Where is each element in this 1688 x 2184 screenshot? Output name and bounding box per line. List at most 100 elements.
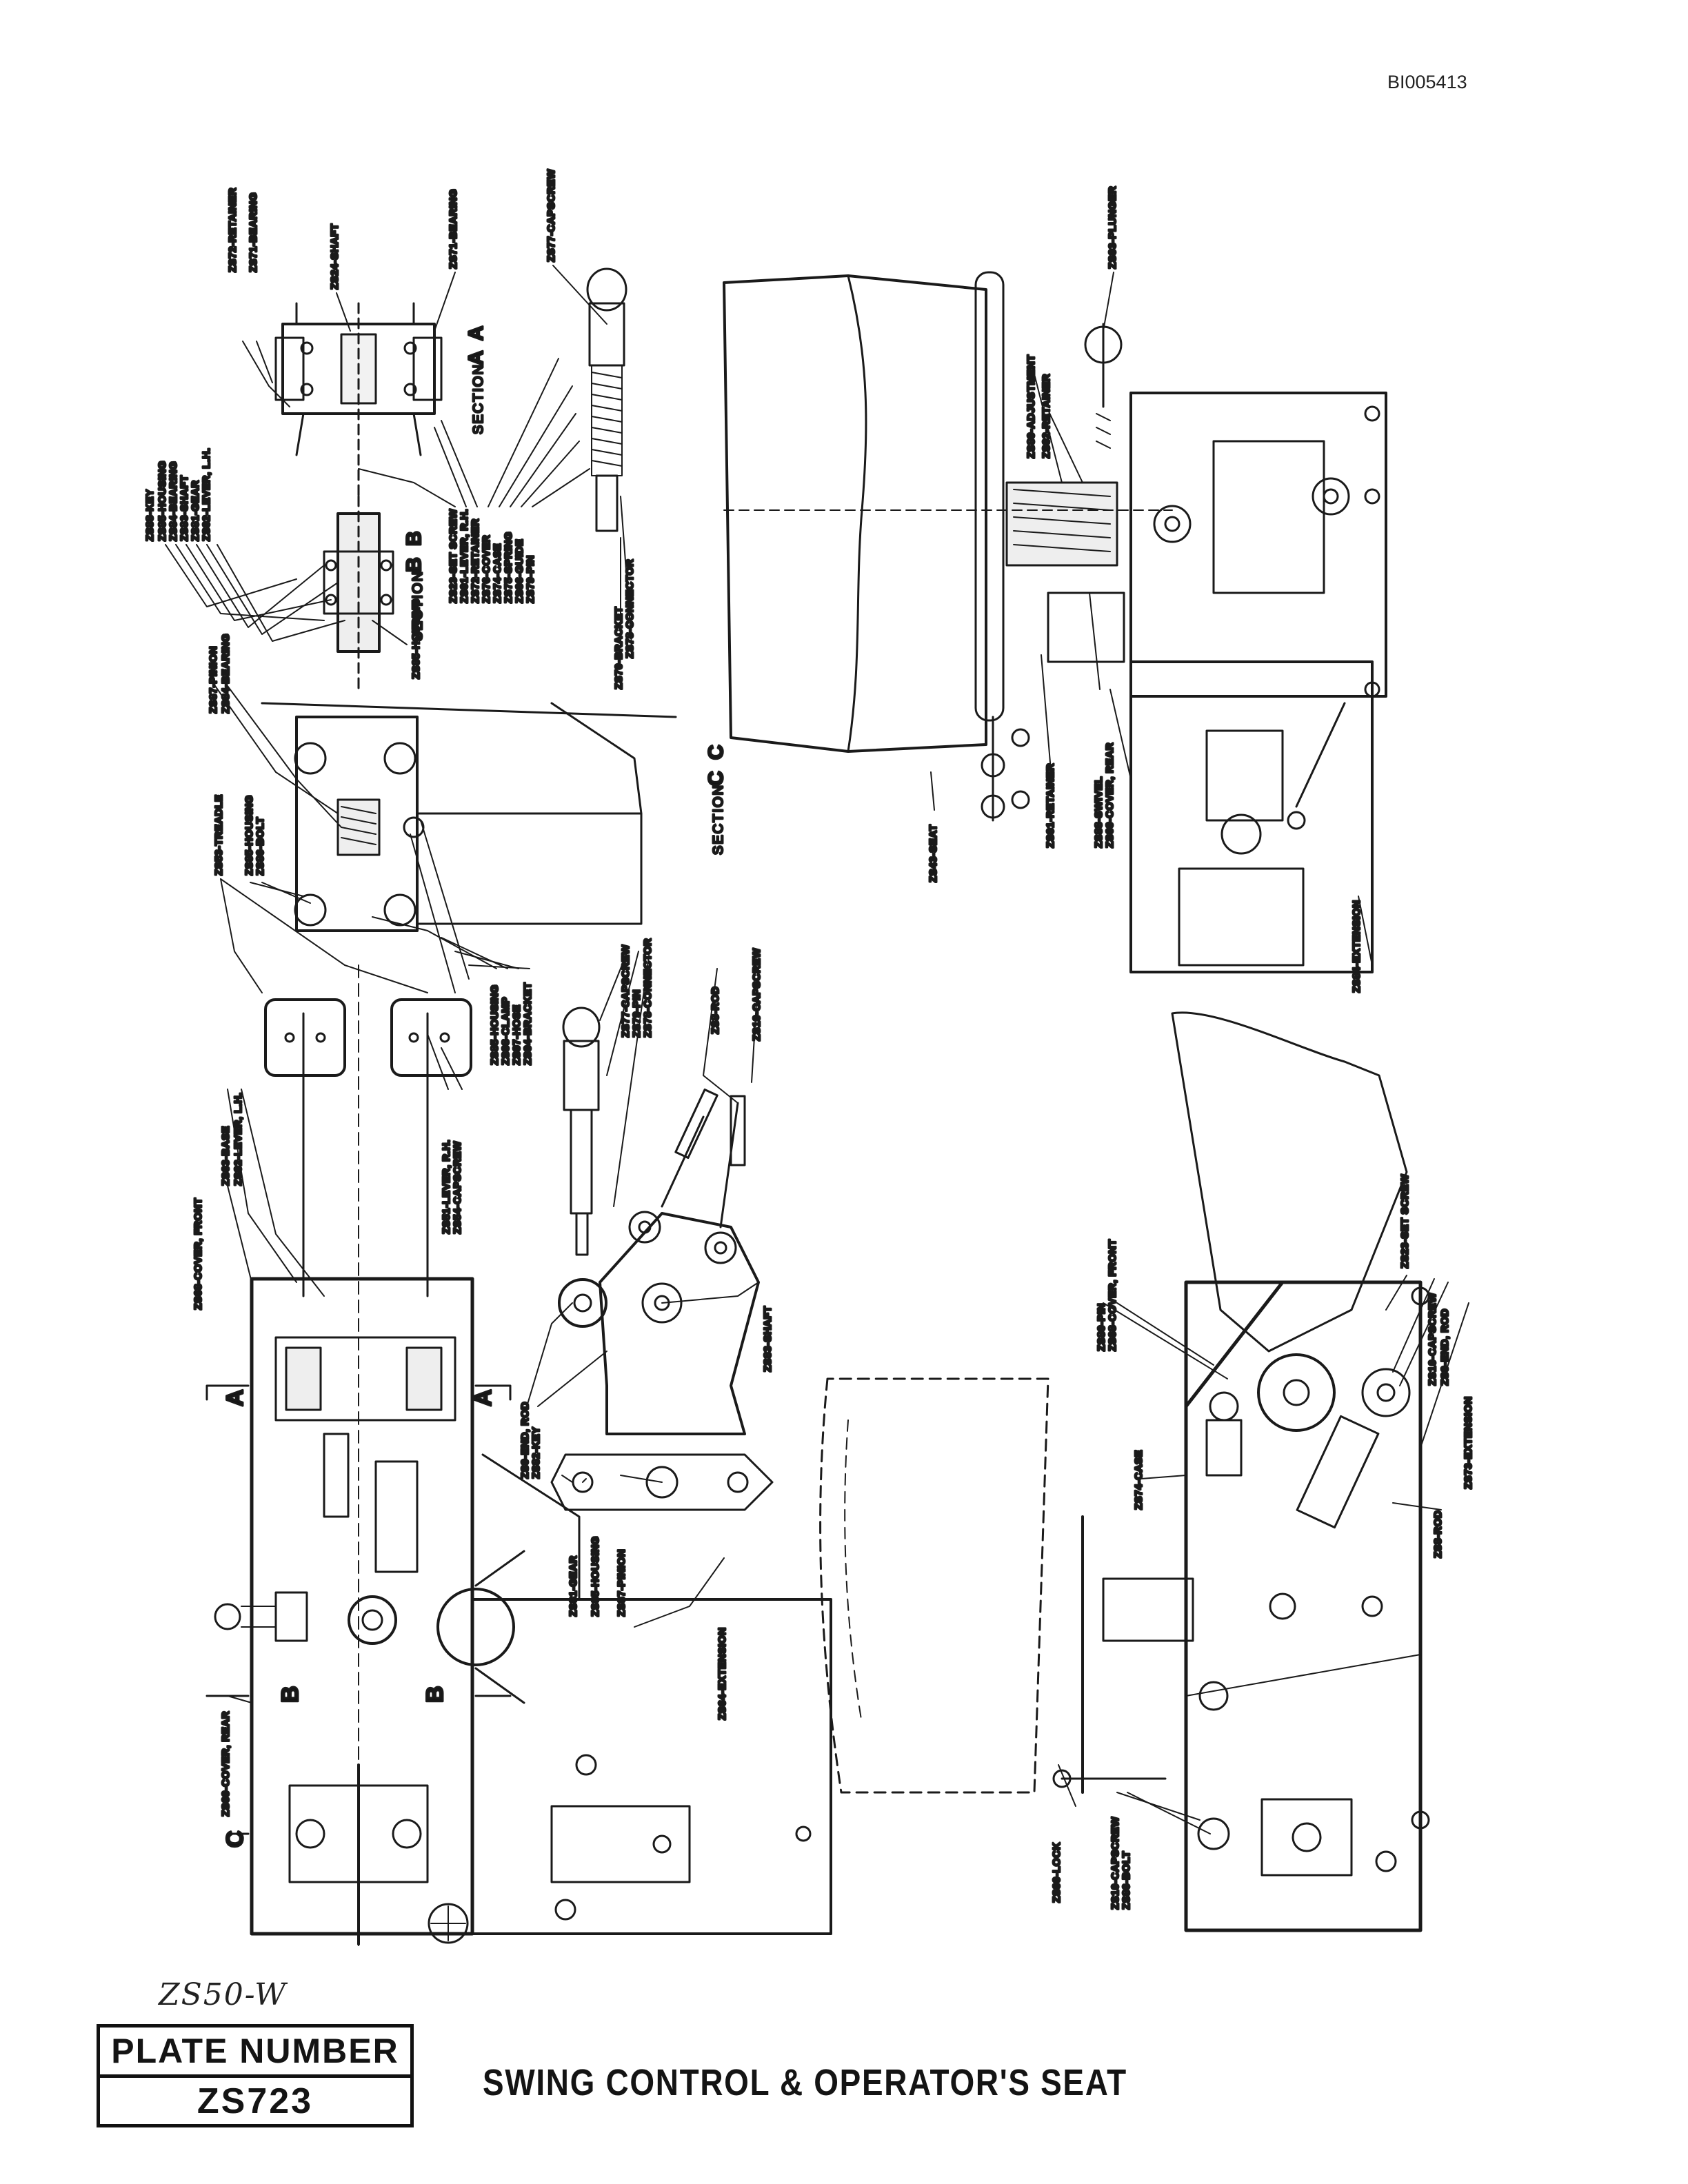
- callout-zs87-pinion: ZS87-PINION: [208, 646, 219, 714]
- plate-title: SWING CONTROL & OPERATOR'S SEAT: [483, 2062, 1127, 2103]
- callout-zs80-pin: ZS80-PIN: [1096, 1303, 1107, 1351]
- callout-zs53-treadle: ZS53-TREADLE: [213, 794, 225, 876]
- callout-zs23-set-screw-b: ZS23-SET SCREW: [1399, 1174, 1411, 1268]
- callout-zs83-shaft: ZS83-SHAFT: [179, 475, 190, 541]
- callout-zs72-retainer-b: ZS72-RETAINER: [470, 518, 481, 603]
- callout-zs75-spring: ZS75-SPRING: [503, 532, 514, 603]
- callout-zs85-housing-clamp-group: ZS85-HOUSING: [489, 984, 501, 1065]
- part-callouts: ZS72-RETAINER ZS71-BEARING ZS24-SHAFT ZS…: [143, 168, 1476, 1910]
- spring-cartridge-view: [586, 267, 627, 532]
- callout-zs8-rod-b: ZS8-ROD: [1432, 1510, 1444, 1558]
- plate-number-box: PLATE NUMBER ZS723: [97, 2024, 414, 2127]
- callout-zs86-bolt-b: ZS86-BOLT: [1121, 1851, 1132, 1910]
- callout-zs10-capscrew-b: ZS10-CAPSCREW: [1427, 1293, 1438, 1386]
- callout-zs78-connector: ZS78-CONNECTOR: [624, 559, 636, 658]
- callout-zs84-extension: ZS84-EXTENSION: [1351, 900, 1363, 993]
- callout-zs63-base: ZS63-BASE: [220, 1126, 232, 1186]
- callout-zs89-adjustment: ZS89-ADJUSTMENT: [1025, 354, 1037, 458]
- callout-zs68-cover-front-b: ZS68-COVER, FRONT: [1107, 1239, 1118, 1351]
- callout-zs87-pinion-b: ZS87-PINION: [616, 1549, 627, 1617]
- treadle-pads: [264, 998, 472, 1297]
- document-id: BI005413: [1387, 72, 1467, 92]
- section-cut-markers: A A B B C: [221, 1388, 498, 1849]
- section-mark-a-left: A: [222, 1389, 248, 1406]
- callout-zs72-retainer: ZS72-RETAINER: [227, 188, 239, 272]
- callout-zs91-retainer: ZS91-RETAINER: [1045, 763, 1056, 848]
- callout-zs79-pin-b: ZS79-PIN: [631, 989, 643, 1038]
- callout-zs98-clamp: ZS98-CLAMP: [500, 997, 512, 1065]
- callout-zs68-cover-front: ZS68-COVER, FRONT: [192, 1197, 204, 1310]
- section-bb-view: [323, 495, 394, 691]
- plate-number-label: PLATE NUMBER: [100, 2028, 410, 2078]
- callout-zs78-connector-b: ZS78-CONNECTOR: [642, 938, 654, 1038]
- callout-zs85-housing-treadle: ZS85-HOUSING: [243, 795, 255, 876]
- callout-zs88-key: ZS88-KEY: [144, 489, 156, 541]
- seat-side-view: [819, 1011, 1430, 1932]
- section-bb-letters: B B: [403, 528, 425, 572]
- section-bb-label: SECTION: [410, 570, 425, 641]
- callout-zs70-bracket: ZS70-BRACKET: [613, 607, 625, 689]
- treadle-pinion-assembly: [261, 702, 677, 993]
- callout-zs81-gear-b: ZS81-GEAR: [567, 1555, 579, 1617]
- callout-zs71-bearing: ZS71-BEARING: [248, 192, 259, 272]
- section-mark-b-left: B: [277, 1686, 303, 1703]
- callout-zs10-capscrew: ZS10-CAPSCREW: [751, 948, 763, 1041]
- callout-zs69-cover-rear: ZS69-COVER, REAR: [1104, 742, 1116, 848]
- callout-zs77-capscrew: ZS77-CAPSCREW: [620, 944, 632, 1038]
- section-mark-b-right: B: [422, 1686, 448, 1703]
- callout-zs85-housing-gear: ZS85-HOUSING: [590, 1536, 601, 1617]
- callout-zs92-retainer: ZS92-RETAINER: [1041, 374, 1052, 458]
- callout-zs51-lever-rh: ZS51-LEVER, R.H.: [441, 1140, 452, 1234]
- section-cc-letters: C C: [705, 742, 727, 786]
- callout-zs82-key: ZS82-KEY: [530, 1426, 542, 1479]
- callout-zs94-bracket: ZS94-BRACKET: [522, 982, 534, 1065]
- callout-zs71-bearing-right: ZS71-BEARING: [448, 189, 459, 269]
- callout-zs92-lever-lh: ZS92-LEVER, L.H.: [201, 447, 212, 541]
- section-cc-label: SECTION: [711, 784, 726, 855]
- callout-zs84-bearing: ZS84-BEARING: [168, 461, 179, 541]
- callout-zs23-set-screw: ZS23-SET SCREW: [448, 509, 459, 603]
- callout-zs88-swivel: ZS88-SWIVEL: [1093, 776, 1105, 848]
- callout-zs84-bearing-b: ZS84-BEARING: [220, 634, 232, 714]
- callout-zs54-capscrew: ZS54-CAPSCREW: [452, 1141, 463, 1234]
- callout-zs77-capscrew-top: ZS77-CAPSCREW: [545, 169, 557, 262]
- section-labels: SECTION A A SECTION B B SECTION C C: [402, 322, 729, 856]
- callout-zs76-cover: ZS76-COVER: [481, 535, 492, 603]
- section-aa-letters: A A: [465, 323, 488, 365]
- callout-zs8-rod: ZS8-ROD: [710, 987, 721, 1034]
- callout-zs86-bolt: ZS86-BOLT: [254, 817, 266, 876]
- callout-zs96-guide: ZS96-GUIDE: [514, 539, 525, 603]
- section-mark-a-right: A: [470, 1389, 496, 1406]
- linkage-detail: [550, 1007, 774, 1511]
- section-cc-seat-view: [723, 271, 1387, 973]
- callout-zs83-shaft-b: ZS83-SHAFT: [762, 1306, 774, 1372]
- callout-zs91-lever-rh: ZS91-LEVER, R.H.: [459, 509, 470, 603]
- plate-number-value: ZS723: [197, 2081, 314, 2121]
- callout-zs9-end-rod: ZS9-END, ROD: [519, 1402, 531, 1479]
- callout-zs74-case-b: ZS74-CASE: [1133, 1450, 1145, 1510]
- section-aa-label: SECTION: [471, 363, 486, 434]
- callout-zs69-cover-rear-b: ZS69-COVER, REAR: [220, 1711, 232, 1817]
- callout-zs93-plunger: ZS93-PLUNGER: [1107, 186, 1118, 269]
- callout-zs92-lever-lh-b: ZS92-LEVER, L.H.: [232, 1092, 244, 1186]
- callout-zs74-case: ZS74-CASE: [492, 543, 503, 603]
- callout-zs81-gear: ZS81-GEAR: [190, 480, 201, 541]
- swing-control-plan-view: [205, 964, 832, 1952]
- callout-zs24-shaft: ZS24-SHAFT: [329, 223, 341, 290]
- callout-zs43-seat: ZS43-SEAT: [927, 825, 939, 882]
- callout-zs79-pin: ZS79-PIN: [525, 555, 536, 603]
- callout-zs9-end-rod-b: ZS9-END, ROD: [1439, 1308, 1451, 1386]
- section-aa-view: [274, 302, 443, 498]
- section-mark-c: C: [222, 1830, 248, 1848]
- callout-leader-lines: [165, 265, 1469, 1834]
- callout-zs64-extension: ZS64-EXTENSION: [716, 1627, 728, 1720]
- callout-zs85-housing: ZS85-HOUSING: [157, 461, 168, 541]
- callout-zs10-capscrew-c: ZS10-CAPSCREW: [1109, 1817, 1121, 1910]
- callout-zs73-extension: ZS73-EXTENSION: [1463, 1396, 1474, 1489]
- handwritten-model-note: ZS50-W: [159, 1977, 288, 2012]
- callout-zs85-housing-sec: ZS85-HOUSING: [410, 598, 422, 679]
- callout-zs97-hose: ZS97-HOSE: [511, 1004, 523, 1065]
- callout-zs90-lock: ZS90-LOCK: [1051, 1842, 1063, 1903]
